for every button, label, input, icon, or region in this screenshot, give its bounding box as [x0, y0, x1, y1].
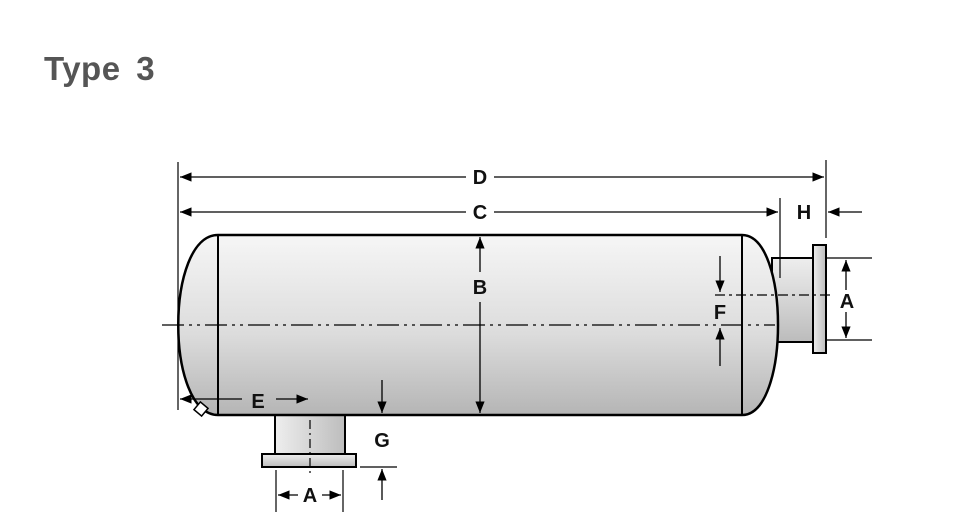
- dimension-g-label: G: [374, 430, 390, 452]
- extension-lines: [177, 160, 872, 512]
- dimension-c-label: C: [473, 202, 487, 224]
- bottom-nozzle: [261, 382, 357, 475]
- dimension-e-label: E: [251, 391, 264, 413]
- dimension-b-label: B: [473, 277, 487, 299]
- dimension-d-label: D: [473, 167, 487, 189]
- page-title: Type 3: [44, 50, 156, 87]
- dimension-a-right-label: A: [840, 291, 854, 313]
- dimension-f-label: F: [714, 302, 726, 324]
- drain-plug: [192, 400, 210, 418]
- dimension-a-bottom-label: A: [303, 485, 317, 507]
- dimension-h-label: H: [797, 202, 811, 224]
